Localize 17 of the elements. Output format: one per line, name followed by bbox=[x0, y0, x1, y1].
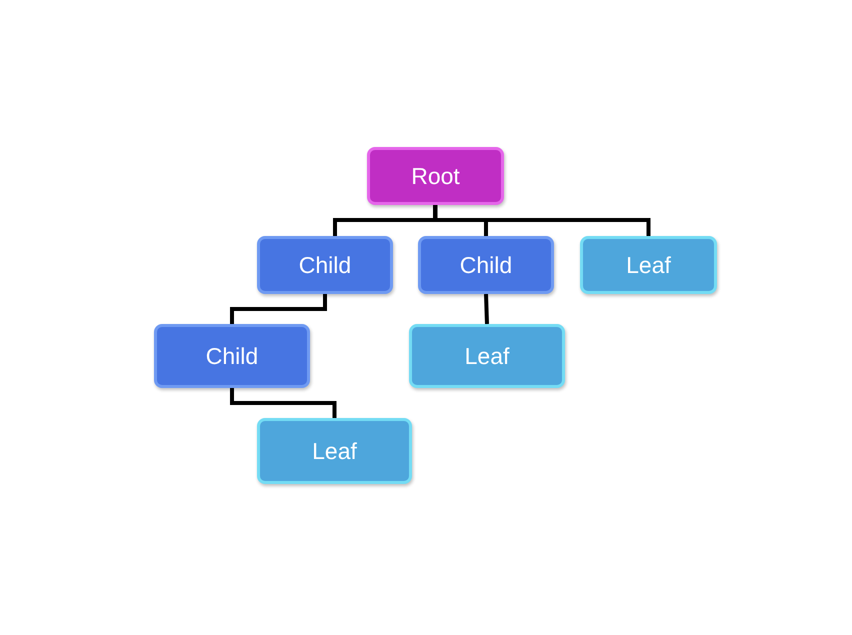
connector-line bbox=[484, 294, 489, 324]
tree-node-box bbox=[257, 236, 393, 294]
node-label: Leaf bbox=[464, 342, 510, 370]
node-label: Root bbox=[411, 162, 460, 190]
tree-node-box bbox=[418, 236, 554, 294]
tree-node-box bbox=[580, 236, 717, 294]
node-label: Leaf bbox=[626, 252, 671, 278]
node-label: Child bbox=[298, 252, 352, 278]
tree-node-box bbox=[154, 324, 310, 388]
tree-node-box bbox=[367, 147, 504, 205]
node-label: Child bbox=[206, 342, 258, 370]
tree-node-box bbox=[257, 418, 412, 484]
connector-line bbox=[230, 294, 327, 324]
tree-node-box bbox=[409, 324, 565, 388]
node-label: Child bbox=[460, 252, 512, 278]
connector-line bbox=[230, 388, 336, 418]
node-label: Leaf bbox=[312, 438, 357, 464]
